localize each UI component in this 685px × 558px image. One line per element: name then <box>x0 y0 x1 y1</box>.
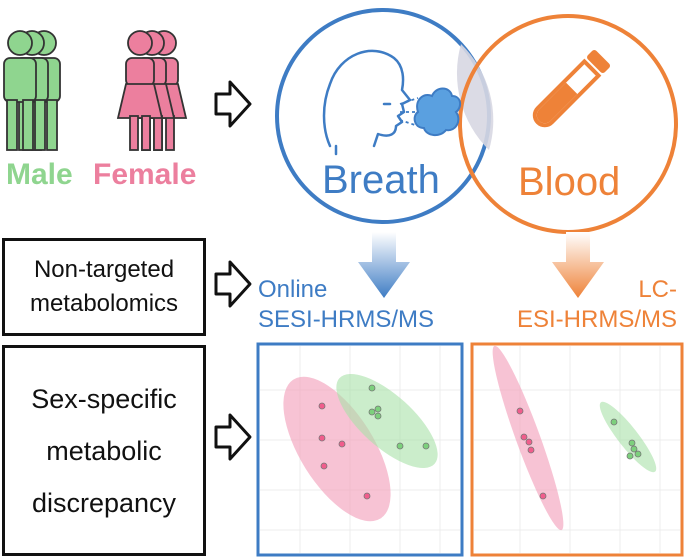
male-label: Male <box>6 158 73 191</box>
circle-overlap <box>456 44 494 150</box>
blood-label: Blood <box>518 160 621 204</box>
blood-method-line: ESI-HRMS/MS <box>516 306 677 333</box>
discrepancy-line: discrepancy <box>31 487 177 518</box>
breath-method-label: Online SESI-HRMS/MS <box>258 275 434 335</box>
untargeted-line: Non-targeted <box>33 256 175 283</box>
discrepancy-box: Sex-specific metabolic discrepancy <box>2 345 206 556</box>
untargeted-box: Non-targeted metabolomics <box>2 238 206 336</box>
down-arrow-icon <box>552 232 604 298</box>
breath-method-line: Online <box>258 276 328 303</box>
outline-arrow-icon <box>214 413 252 461</box>
face-breathing-icon <box>322 49 412 156</box>
blood-method-label: LC- ESI-HRMS/MS <box>517 275 677 335</box>
outline-arrow-icon <box>214 260 252 308</box>
blood-method-line: LC- <box>638 276 677 303</box>
breath-cloud-icon <box>399 87 462 136</box>
discrepancy-line: Sex-specific <box>31 383 177 414</box>
male-figures-icon <box>3 30 61 151</box>
breath-method-line: SESI-HRMS/MS <box>258 306 435 333</box>
breath-score-plot <box>256 342 464 557</box>
untargeted-line: metabolomics <box>29 290 179 317</box>
breath-label: Breath <box>322 158 440 202</box>
down-arrow-icon <box>358 232 410 298</box>
blood-tube-icon <box>532 49 611 128</box>
female-figures-icon <box>116 30 188 151</box>
blood-score-plot <box>470 342 684 557</box>
discrepancy-line: metabolic <box>46 435 162 466</box>
outline-arrow-icon <box>214 80 252 128</box>
female-label: Female <box>93 158 197 191</box>
